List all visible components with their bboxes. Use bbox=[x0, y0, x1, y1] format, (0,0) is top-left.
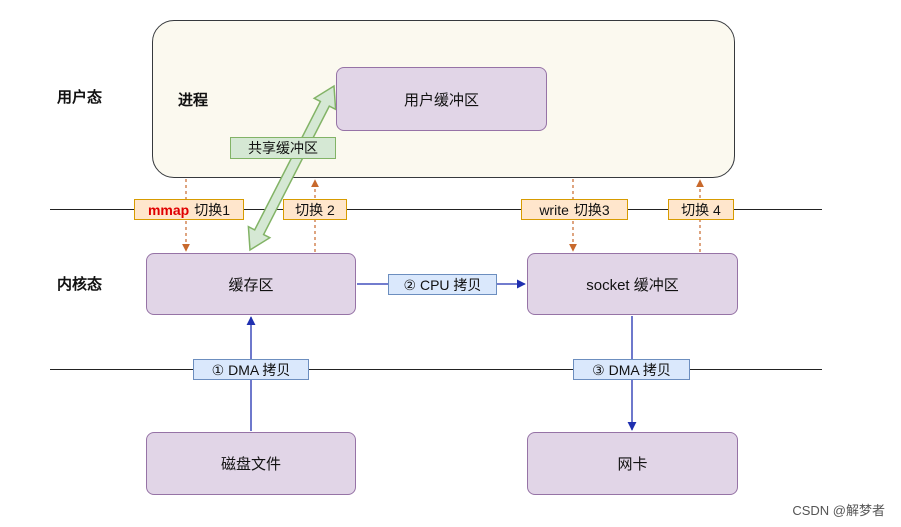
switch-1-tag: mmap 切换1 bbox=[134, 199, 244, 220]
dma-out-label: ③ DMA 拷贝 bbox=[592, 361, 671, 378]
socket-buffer-label: socket 缓冲区 bbox=[586, 276, 679, 294]
nic-box: 网卡 bbox=[527, 432, 738, 495]
user-buffer-label: 用户缓冲区 bbox=[403, 91, 479, 109]
shared-buffer-label: 共享缓冲区 bbox=[248, 140, 318, 156]
switch-4-tag: 切换 4 bbox=[668, 199, 734, 220]
process-title: 进程 bbox=[178, 92, 209, 109]
dma-out-tag: ③ DMA 拷贝 bbox=[573, 359, 690, 380]
switch-1-label: 切换1 bbox=[194, 201, 231, 218]
disk-file-box: 磁盘文件 bbox=[146, 432, 356, 495]
dma-in-label: ① DMA 拷贝 bbox=[211, 361, 291, 378]
kernel-mode-label: 内核态 bbox=[57, 276, 103, 293]
switch-2-tag: 切换 2 bbox=[283, 199, 347, 220]
shared-buffer-tag: 共享缓冲区 bbox=[230, 137, 336, 159]
cpu-copy-label: ② CPU 拷贝 bbox=[403, 276, 482, 293]
page-cache-box: 缓存区 bbox=[146, 253, 356, 315]
user-buffer-box: 用户缓冲区 bbox=[336, 67, 547, 131]
nic-label: 网卡 bbox=[617, 456, 648, 473]
disk-file-label: 磁盘文件 bbox=[220, 456, 281, 473]
switch-2-label: 切换 2 bbox=[295, 201, 335, 218]
socket-buffer-box: socket 缓冲区 bbox=[527, 253, 738, 315]
watermark: CSDN @解梦者 bbox=[792, 503, 885, 518]
switch-3-label: 切换3 bbox=[573, 201, 610, 218]
shared-mapping-arrow bbox=[247, 84, 337, 252]
dma-in-tag: ① DMA 拷贝 bbox=[193, 359, 309, 380]
switch-3-tag: write 切换3 bbox=[521, 199, 628, 220]
cpu-copy-tag: ② CPU 拷贝 bbox=[388, 274, 497, 295]
mmap-command: mmap bbox=[147, 201, 190, 218]
page-cache-label: 缓存区 bbox=[228, 276, 274, 294]
switch-4-label: 切换 4 bbox=[681, 201, 721, 218]
user-mode-label: 用户态 bbox=[57, 89, 103, 106]
write-command: write bbox=[539, 201, 569, 218]
